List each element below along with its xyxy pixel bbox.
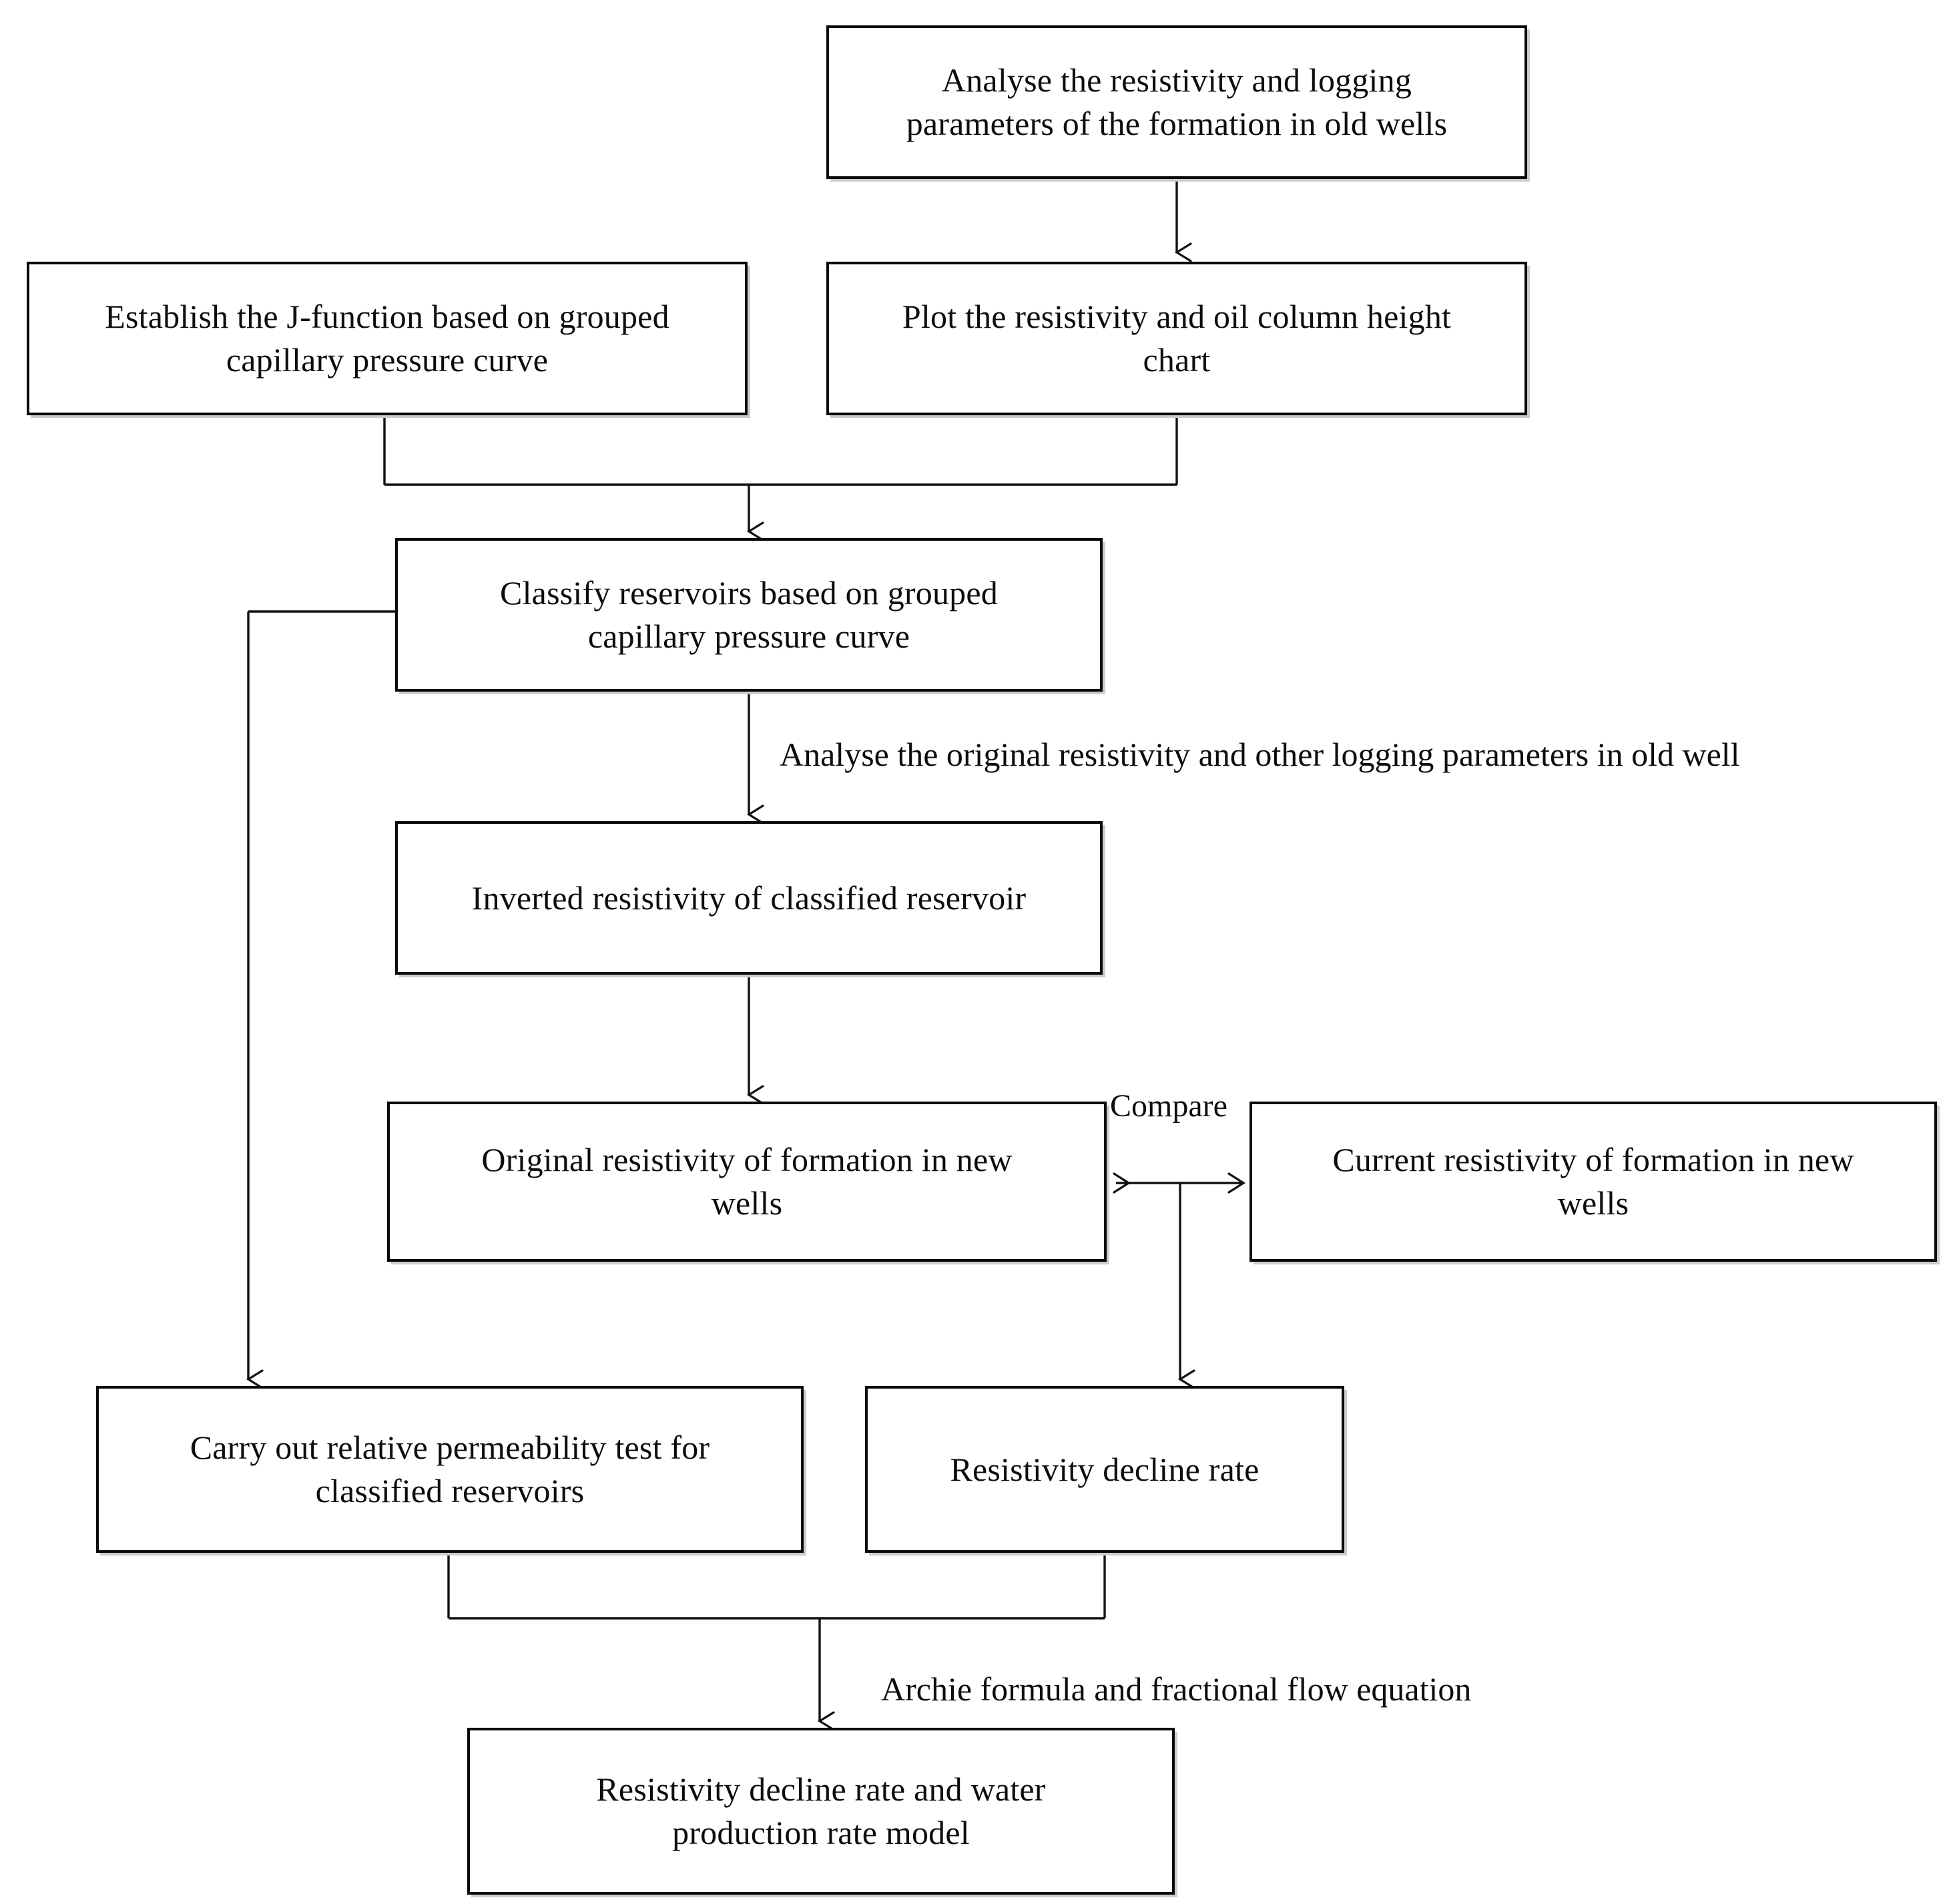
node-label: Inverted resistivity of classified reser… <box>471 879 1027 917</box>
node-decline-water-production-model[interactable]: Resistivity decline rate and water produ… <box>467 1728 1175 1895</box>
node-label: Carry out relative permeability test for… <box>190 1429 710 1509</box>
node-label: Classify reservoirs based on grouped cap… <box>500 574 998 655</box>
node-label: Analyse the resistivity and logging para… <box>906 61 1448 142</box>
node-label: Plot the resistivity and oil column heig… <box>902 298 1452 379</box>
node-label: Original resistivity of formation in new… <box>481 1141 1013 1222</box>
node-label: Establish the J-function based on groupe… <box>105 298 669 379</box>
node-relative-permeability-test[interactable]: Carry out relative permeability test for… <box>96 1386 804 1553</box>
node-plot-resistivity-chart[interactable]: Plot the resistivity and oil column heig… <box>826 262 1527 415</box>
node-inverted-resistivity[interactable]: Inverted resistivity of classified reser… <box>395 821 1103 975</box>
edge-label-analyse-original-resistivity: Analyse the original resistivity and oth… <box>780 736 1740 773</box>
node-label: Resistivity decline rate and water produ… <box>596 1770 1046 1851</box>
edge-label-archie-formula: Archie formula and fractional flow equat… <box>881 1670 1472 1708</box>
node-current-resistivity-new-wells[interactable]: Current resistivity of formation in new … <box>1249 1102 1937 1262</box>
node-classify-reservoirs[interactable]: Classify reservoirs based on grouped cap… <box>395 538 1103 692</box>
edge-label-compare: Compare <box>1110 1088 1227 1124</box>
node-original-resistivity-new-wells[interactable]: Original resistivity of formation in new… <box>387 1102 1107 1262</box>
node-label: Current resistivity of formation in new … <box>1332 1141 1854 1222</box>
node-analyse-old-wells[interactable]: Analyse the resistivity and logging para… <box>826 25 1527 179</box>
node-label: Resistivity decline rate <box>950 1450 1260 1488</box>
node-establish-j-function[interactable]: Establish the J-function based on groupe… <box>27 262 748 415</box>
node-resistivity-decline-rate[interactable]: Resistivity decline rate <box>865 1386 1344 1553</box>
